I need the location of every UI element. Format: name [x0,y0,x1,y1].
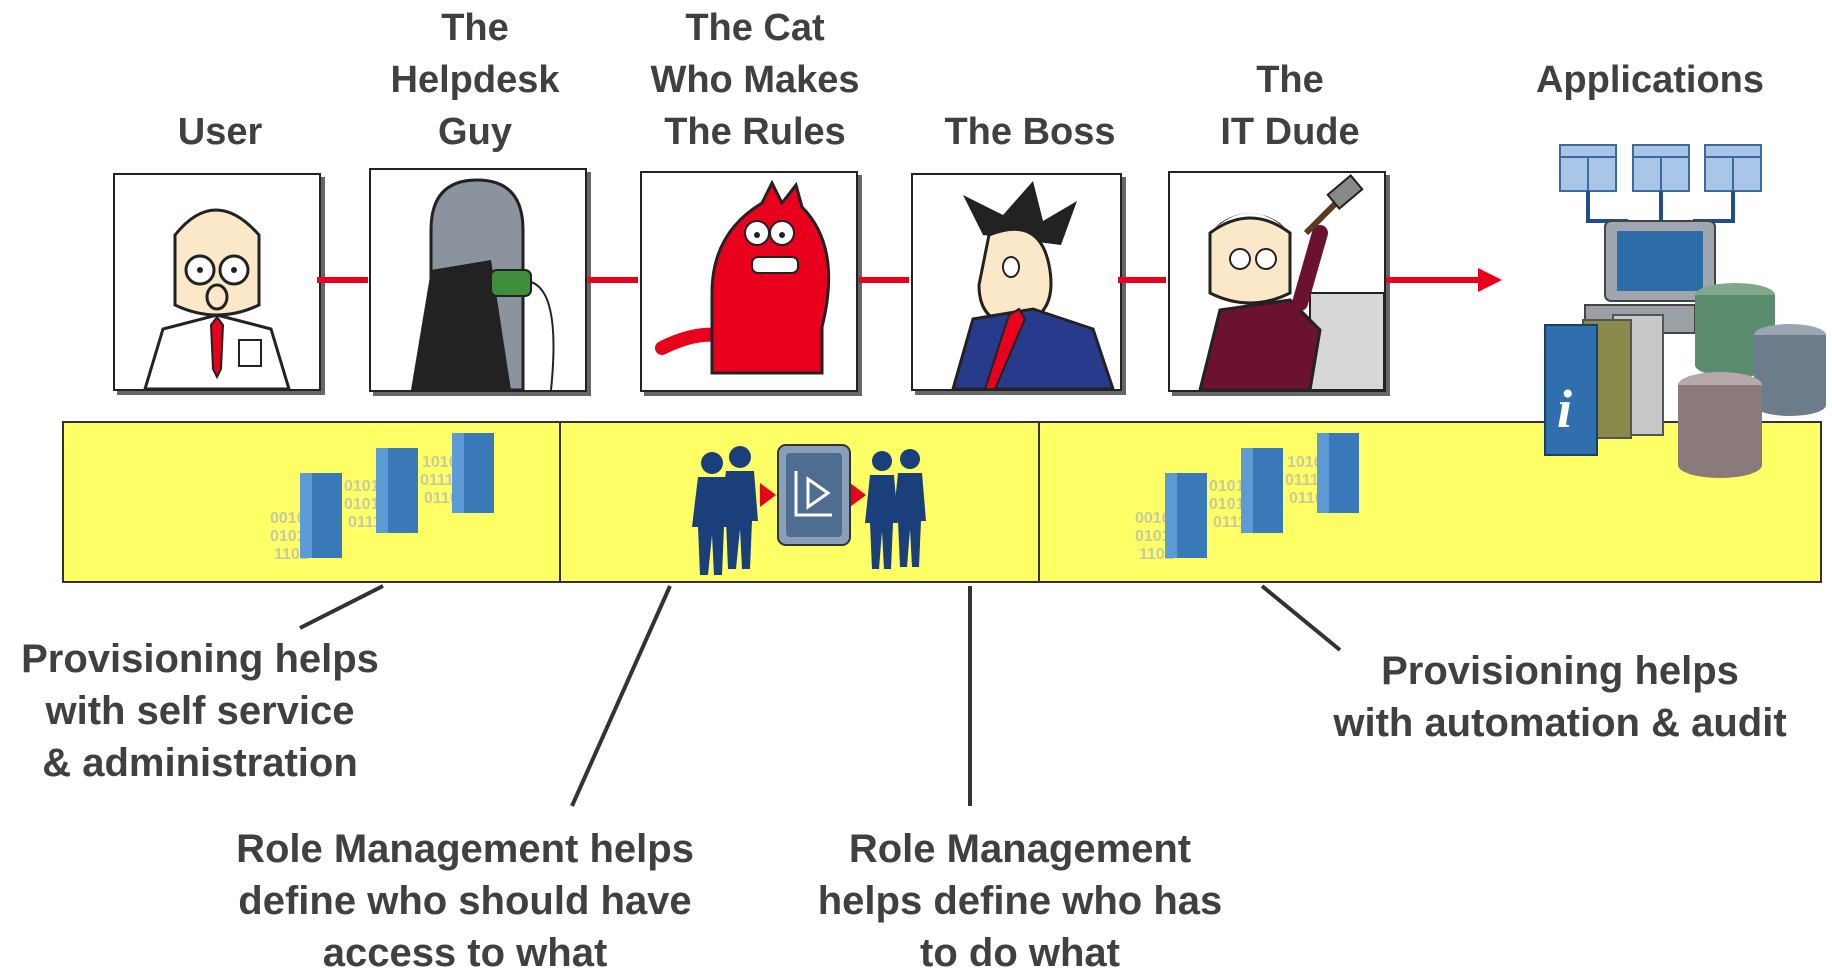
arrowhead-applications [1478,268,1502,292]
applications-servers-databases-icon: i [1544,144,1826,478]
note-role-management-duties: Role Management helps define who has to … [817,827,1223,975]
leader-provisioning-automation [1260,584,1342,652]
actor-label-cat: The Cat Who Makes The Rules [650,7,860,153]
actor-label-helpdesk-guy: The Helpdesk Guy [390,7,560,153]
svg-text:0010: 0010 [270,510,306,527]
pointy-haired-boss-cartoon [911,173,1122,391]
svg-text:0111: 0111 [348,514,382,531]
helpdesk-guy-cartoon [369,168,587,392]
svg-text:0101: 0101 [1135,528,1171,545]
applications-title: Applications [1535,59,1765,101]
svg-text:i: i [1557,379,1572,439]
svg-text:0110: 0110 [1289,490,1324,507]
catbert-cartoon [640,171,858,392]
svg-text:0111: 0111 [420,472,454,489]
role-management-people-icon [692,444,926,575]
actor-label-it-dude: The IT Dude [1220,59,1360,153]
note-role-management-access: Role Management helps define who should … [236,827,694,975]
svg-text:0101: 0101 [344,496,380,513]
svg-text:0111: 0111 [1285,472,1319,489]
actor-label-user: User [177,111,263,153]
svg-text:0111: 0111 [1213,514,1247,531]
leader-role-management-access [570,585,672,807]
svg-text:0101: 0101 [270,528,306,545]
note-provisioning-self-service: Provisioning helps with self service & a… [21,637,379,785]
band-divider-2 [1038,423,1040,581]
it-dude-cartoon [1168,171,1386,392]
svg-text:0101: 0101 [344,478,380,495]
svg-text:1010: 1010 [422,454,458,471]
svg-text:0010: 0010 [1135,510,1171,527]
leader-provisioning-self-service [299,584,384,630]
actor-label-boss: The Boss [944,111,1116,153]
svg-text:0101: 0101 [1209,496,1245,513]
svg-text:1010: 1010 [1287,454,1323,471]
note-provisioning-automation: Provisioning helps with automation & aud… [1333,649,1787,745]
svg-text:0110: 0110 [424,490,459,507]
band-divider-1 [559,423,561,581]
svg-text:0101: 0101 [1209,478,1245,495]
user-cartoon [113,173,321,391]
